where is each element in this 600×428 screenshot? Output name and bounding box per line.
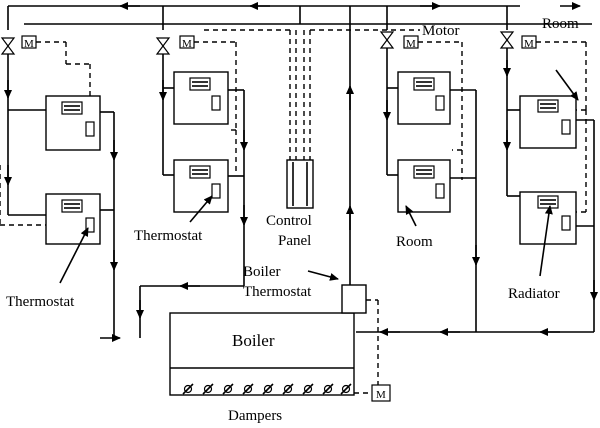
zone-1: M	[0, 35, 121, 342]
control-panel-label-1: Control	[266, 213, 312, 229]
thermostat	[85, 217, 95, 233]
boiler-thermostat-label-2: Thermostat	[243, 284, 312, 300]
boiler-thermostat: M Boiler Thermostat	[243, 264, 391, 402]
supply-header	[7, 2, 592, 285]
room-mid-label: Room	[396, 234, 433, 250]
radiator	[189, 77, 211, 91]
thermostat	[211, 183, 221, 199]
radiator	[537, 195, 559, 209]
room-top-pointer	[555, 69, 579, 101]
zone-3: M	[379, 31, 480, 332]
radiator-pointer	[539, 205, 553, 277]
motor-label: Motor	[422, 23, 460, 39]
room-top-label: Room	[542, 16, 579, 32]
radiator-label: Radiator	[508, 286, 560, 302]
motor-symbol: M	[524, 38, 534, 50]
thermostat-left-pointer	[59, 227, 89, 284]
motor-symbol: M	[182, 38, 192, 50]
dampers	[182, 383, 352, 395]
thermostat	[435, 95, 445, 111]
thermostat-left-label: Thermostat	[6, 294, 75, 310]
control-panel: Control Panel	[200, 29, 420, 249]
room-mid-pointer	[405, 205, 417, 227]
radiator	[61, 199, 83, 213]
thermostat-mid-label: Thermostat	[134, 228, 203, 244]
motor-symbol: M	[24, 38, 34, 50]
control-panel-label-2: Panel	[278, 233, 311, 249]
radiator	[413, 77, 435, 91]
thermostat	[85, 121, 95, 137]
radiator	[413, 165, 435, 179]
radiator	[189, 165, 211, 179]
zone-2: M	[136, 35, 248, 338]
boiler: Boiler Dampers	[169, 312, 355, 424]
zone-4: M	[499, 31, 598, 332]
radiator	[537, 99, 559, 113]
damper-motor	[371, 384, 391, 402]
thermostat	[435, 183, 445, 199]
motor-symbol: M	[406, 38, 416, 50]
dampers-label: Dampers	[228, 408, 282, 424]
boiler-thermostat-label-1: Boiler	[243, 264, 281, 280]
boiler-thermostat-pointer	[307, 270, 339, 281]
thermostat	[561, 119, 571, 135]
thermostat-mid-pointer	[189, 195, 213, 223]
thermostat	[561, 215, 571, 231]
radiator	[61, 101, 83, 115]
damper-motor-symbol: M	[376, 389, 386, 401]
boiler-label: Boiler	[232, 331, 275, 350]
thermostat	[211, 95, 221, 111]
